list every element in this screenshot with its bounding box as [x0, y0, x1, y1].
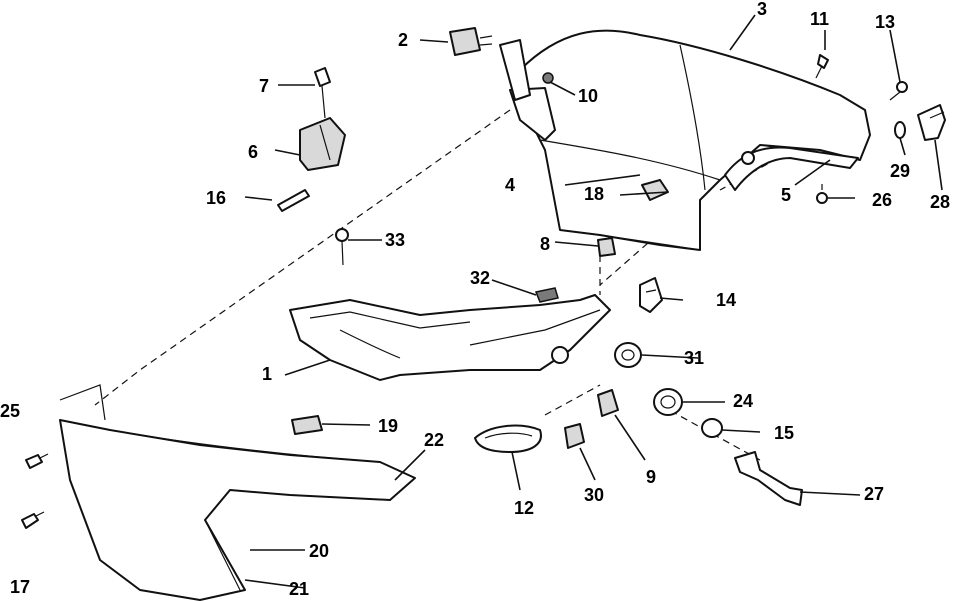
latch-bar-part-5: [724, 146, 859, 191]
callout-27: 27: [864, 484, 884, 504]
pad-part-19: [291, 415, 323, 435]
latch-part-6: [299, 117, 346, 171]
callout-12: 12: [514, 498, 534, 518]
bolt-part-33: [335, 228, 349, 266]
callout-13: 13: [875, 12, 895, 32]
callout-5: 5: [781, 185, 791, 205]
callout-8: 8: [540, 234, 550, 254]
rear-bracket-part-4: [499, 39, 556, 141]
screw-part-26: [816, 184, 828, 204]
callout-4: 4: [505, 175, 515, 195]
spring-part-7: [314, 67, 331, 119]
screw-part-11: [815, 54, 829, 79]
callout-6: 6: [248, 142, 258, 162]
callout-3: 3: [757, 0, 767, 19]
callout-33: 33: [385, 230, 405, 250]
callout-7: 7: [259, 76, 269, 96]
bracket-part-14: [639, 277, 663, 313]
tray-part-1: [289, 294, 611, 381]
upper-cowl-part-3: [519, 29, 871, 251]
callout-2: 2: [398, 30, 408, 50]
clip-part-30: [564, 423, 585, 449]
callout-19: 19: [378, 416, 398, 436]
callout-25: 25: [0, 401, 20, 421]
callout-11: 11: [810, 9, 829, 29]
seal-part-12: [474, 424, 542, 453]
callout-30: 30: [584, 485, 604, 505]
callout-22: 22: [424, 430, 444, 450]
callout-28: 28: [930, 192, 950, 212]
callout-16: 16: [206, 188, 226, 208]
clip-part-8: [597, 237, 616, 257]
callout-18: 18: [584, 184, 604, 204]
grommet-part-10: [542, 72, 554, 84]
callout-14: 14: [716, 290, 736, 310]
screw-part-25: [25, 453, 49, 469]
callout-32: 32: [470, 268, 490, 288]
callout-20: 20: [309, 541, 329, 561]
callout-15: 15: [774, 423, 794, 443]
bushing-part-24: [653, 388, 683, 416]
clip-part-9: [597, 389, 619, 417]
lower-cowl-part-20: [59, 384, 416, 601]
callout-26: 26: [872, 190, 892, 210]
pad-part-32: [534, 287, 559, 303]
washer-part-29: [894, 121, 906, 139]
bushing-part-31: [614, 342, 642, 368]
callout-17: 17: [10, 577, 30, 597]
bushing-part-15: [701, 418, 723, 438]
screw-part-13: [889, 81, 908, 101]
callout-21: 21: [289, 579, 309, 599]
callout-9: 9: [646, 467, 656, 487]
bolt-part-16: [277, 189, 310, 212]
callout-1: 1: [262, 364, 272, 384]
lever-part-27: [734, 451, 803, 506]
clip-part-2: [449, 27, 493, 56]
leader-lines: [244, 14, 943, 589]
screw-part-17: [21, 511, 45, 529]
callout-29: 29: [890, 161, 910, 181]
callout-31: 31: [684, 348, 704, 368]
callout-10: 10: [578, 86, 598, 106]
callout-24: 24: [733, 391, 753, 411]
hinge-part-28: [917, 104, 946, 141]
